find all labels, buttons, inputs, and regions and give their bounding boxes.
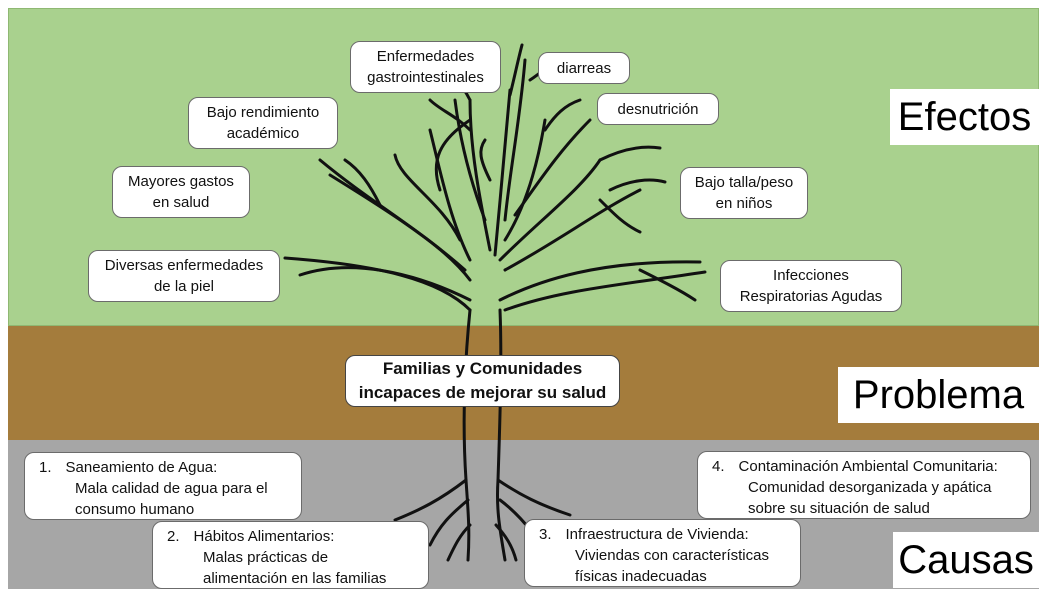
effect-talla: Bajo talla/peso en niños <box>680 167 808 219</box>
problem-label: Problema <box>838 367 1039 423</box>
effect-rendimiento: Bajo rendimiento académico <box>188 97 338 149</box>
cause-3-vivienda: 3.Infraestructura de Vivienda: Viviendas… <box>524 519 801 587</box>
effect-infecciones: Infecciones Respiratorias Agudas <box>720 260 902 312</box>
effect-gastos: Mayores gastos en salud <box>112 166 250 218</box>
cause-4-contaminacion: 4.Contaminación Ambiental Comunitaria: C… <box>697 451 1031 519</box>
problem-statement: Familias y Comunidades incapaces de mejo… <box>345 355 620 407</box>
causes-label: Causas <box>893 532 1039 588</box>
effect-piel: Diversas enfermedades de la piel <box>88 250 280 302</box>
effect-diarreas: diarreas <box>538 52 630 84</box>
effect-gastrointestinales: Enfermedades gastrointestinales <box>350 41 501 93</box>
cause-2-habitos: 2.Hábitos Alimentarios: Malas prácticas … <box>152 521 429 589</box>
effect-desnutricion: desnutrición <box>597 93 719 125</box>
cause-1-saneamiento: 1.Saneamiento de Agua: Mala calidad de a… <box>24 452 302 520</box>
effects-label: Efectos <box>890 89 1039 145</box>
